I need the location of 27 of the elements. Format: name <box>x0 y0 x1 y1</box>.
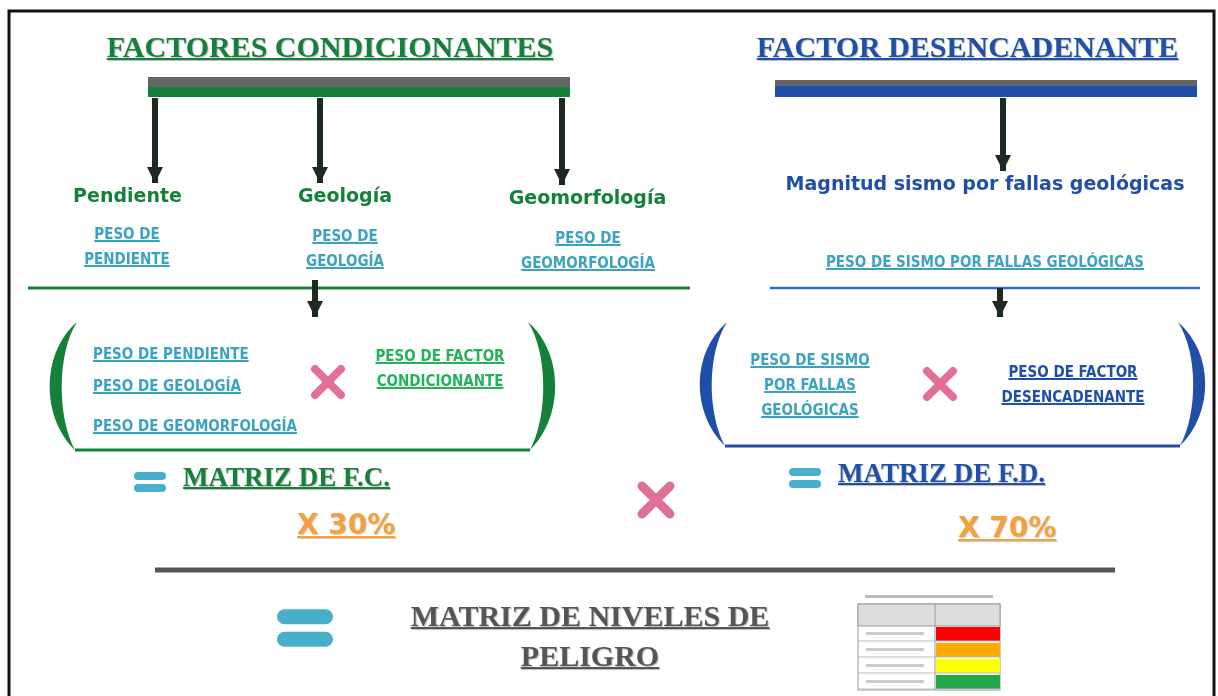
weight-text: PESO DE GEOMORFOLOGÍA <box>520 228 656 274</box>
factor-name: Magnitud sismo por fallas geológicas <box>784 172 1186 194</box>
arrow <box>554 98 570 185</box>
arrow <box>992 288 1008 317</box>
weight-text: PESO DE SISMO POR FALLAS GEOLÓGICAS <box>824 251 1146 273</box>
factor-name: Geomorfología <box>507 186 668 208</box>
percentage-label: X 30% <box>297 508 396 541</box>
weight-text: PESO DE GEOMORFOLOGÍA <box>93 415 297 437</box>
arrow <box>995 98 1011 171</box>
weight-text: PESO DE GEOLOGÍA <box>305 226 385 272</box>
section-title: FACTORES CONDICIONANTES <box>105 30 555 64</box>
factor-name: Geología <box>296 184 393 206</box>
arrow <box>307 280 323 317</box>
result-label: MATRIZ DE F.D. <box>838 458 1046 489</box>
weight-text: PESO DE FACTOR CONDICIONANTE <box>374 346 506 392</box>
arrow <box>147 98 163 183</box>
weight-text: PESO DE PENDIENTE <box>93 344 249 365</box>
weight-text: PESO DE SISMO POR FALLAS GEOLÓGICAS <box>749 350 871 421</box>
factor-name: Pendiente <box>72 184 183 206</box>
result-label: MATRIZ DE F.C. <box>183 462 391 493</box>
weight-text: PESO DE PENDIENTE <box>83 224 171 270</box>
weight-text: PESO DE GEOLOGÍA <box>93 375 241 397</box>
arrow <box>312 98 328 183</box>
percentage-label: X 70% <box>958 511 1057 544</box>
final-result-label: MATRIZ DE NIVELES DE PELIGRO <box>409 598 771 674</box>
weight-text: PESO DE FACTOR DESENCADENANTE <box>1000 362 1146 408</box>
section-title: FACTOR DESENCADENANTE <box>755 30 1180 64</box>
